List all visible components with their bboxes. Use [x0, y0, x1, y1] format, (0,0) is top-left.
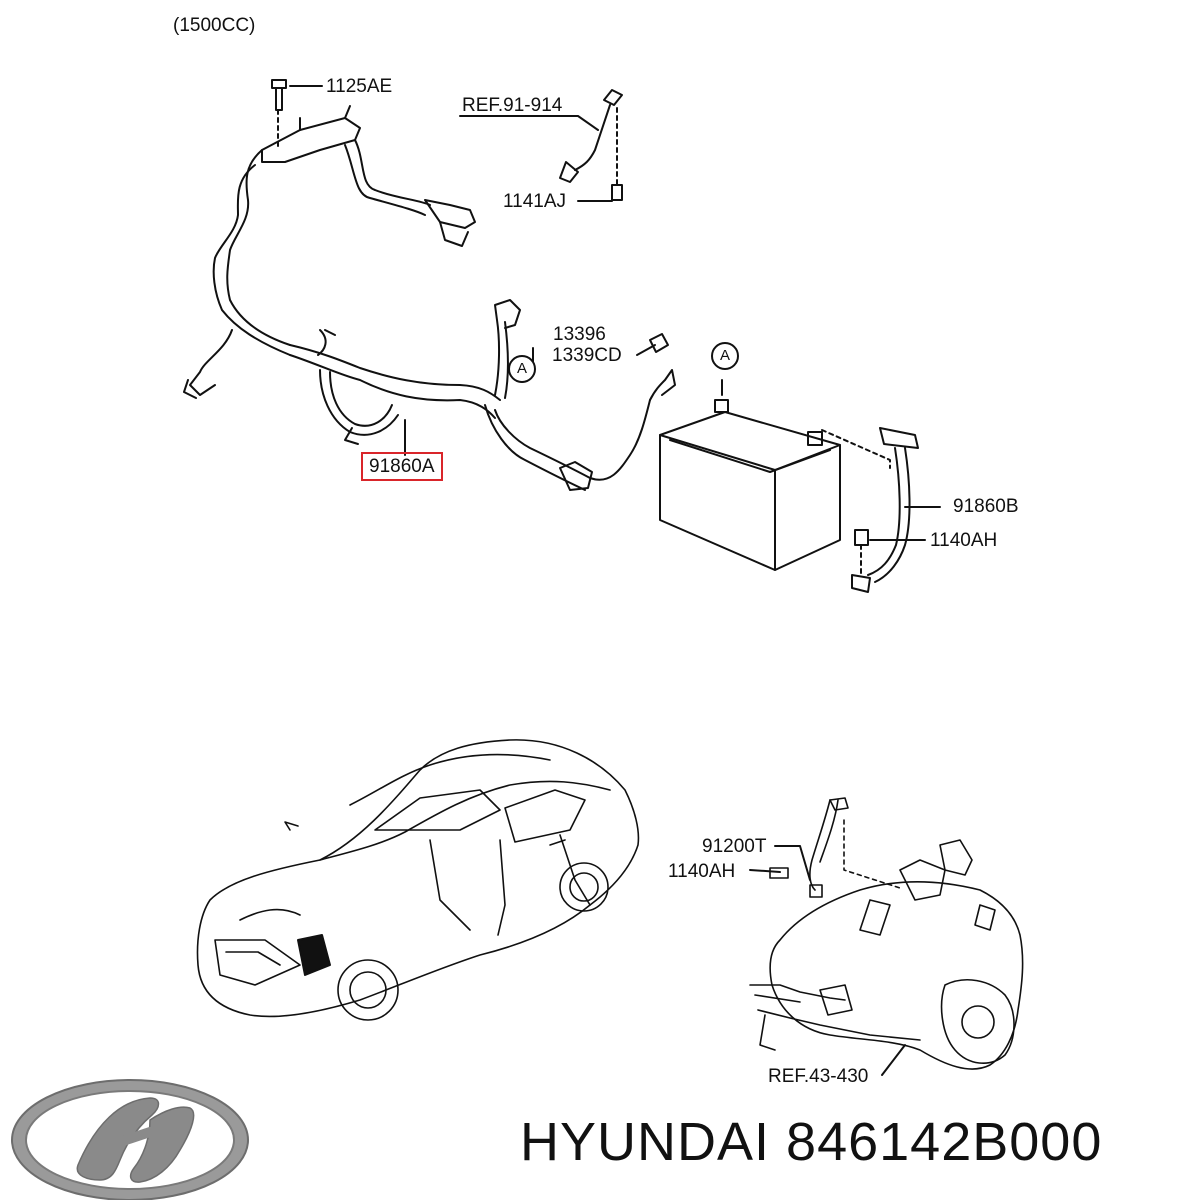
part-label-1140ah-battery[interactable]: 1140AH — [930, 530, 998, 551]
part-label-1140ah-transmission[interactable]: 1140AH — [668, 861, 736, 882]
negative-cable-91860b — [821, 427, 919, 593]
car-illustration — [196, 739, 640, 1021]
part-label-91860b[interactable]: 91860B — [953, 496, 1019, 517]
leader-lines — [289, 85, 941, 1076]
part-label-1339cd[interactable]: 1339CD — [552, 345, 622, 366]
ref-label-43-430[interactable]: REF.43-430 — [768, 1066, 869, 1087]
battery-wiring-harness — [183, 79, 676, 491]
callout-a-marker: A — [508, 355, 536, 383]
part-label-13396[interactable]: 13396 — [553, 324, 606, 345]
battery — [659, 379, 841, 571]
footer-title: HYUNDAI 846142B000 — [520, 1115, 1102, 1169]
battery-location-marker — [297, 934, 331, 976]
engine-note: (1500CC) — [173, 15, 256, 36]
part-number: 846142B000 — [786, 1112, 1103, 1172]
callout-a-marker-battery: A — [711, 342, 739, 370]
part-label-1125ae[interactable]: 1125AE — [326, 76, 393, 97]
ref-label-91-914[interactable]: REF.91-914 — [462, 95, 563, 116]
part-label-1141aj[interactable]: 1141AJ — [503, 191, 567, 212]
transmission-illustration — [749, 797, 1024, 1070]
part-label-91200t[interactable]: 91200T — [702, 836, 767, 857]
hyundai-logo-icon — [11, 1079, 249, 1200]
brand-name: HYUNDAI — [520, 1112, 771, 1172]
part-label-91860a-highlighted[interactable]: 91860A — [361, 452, 443, 481]
ref-cable-91-914 — [459, 89, 623, 201]
